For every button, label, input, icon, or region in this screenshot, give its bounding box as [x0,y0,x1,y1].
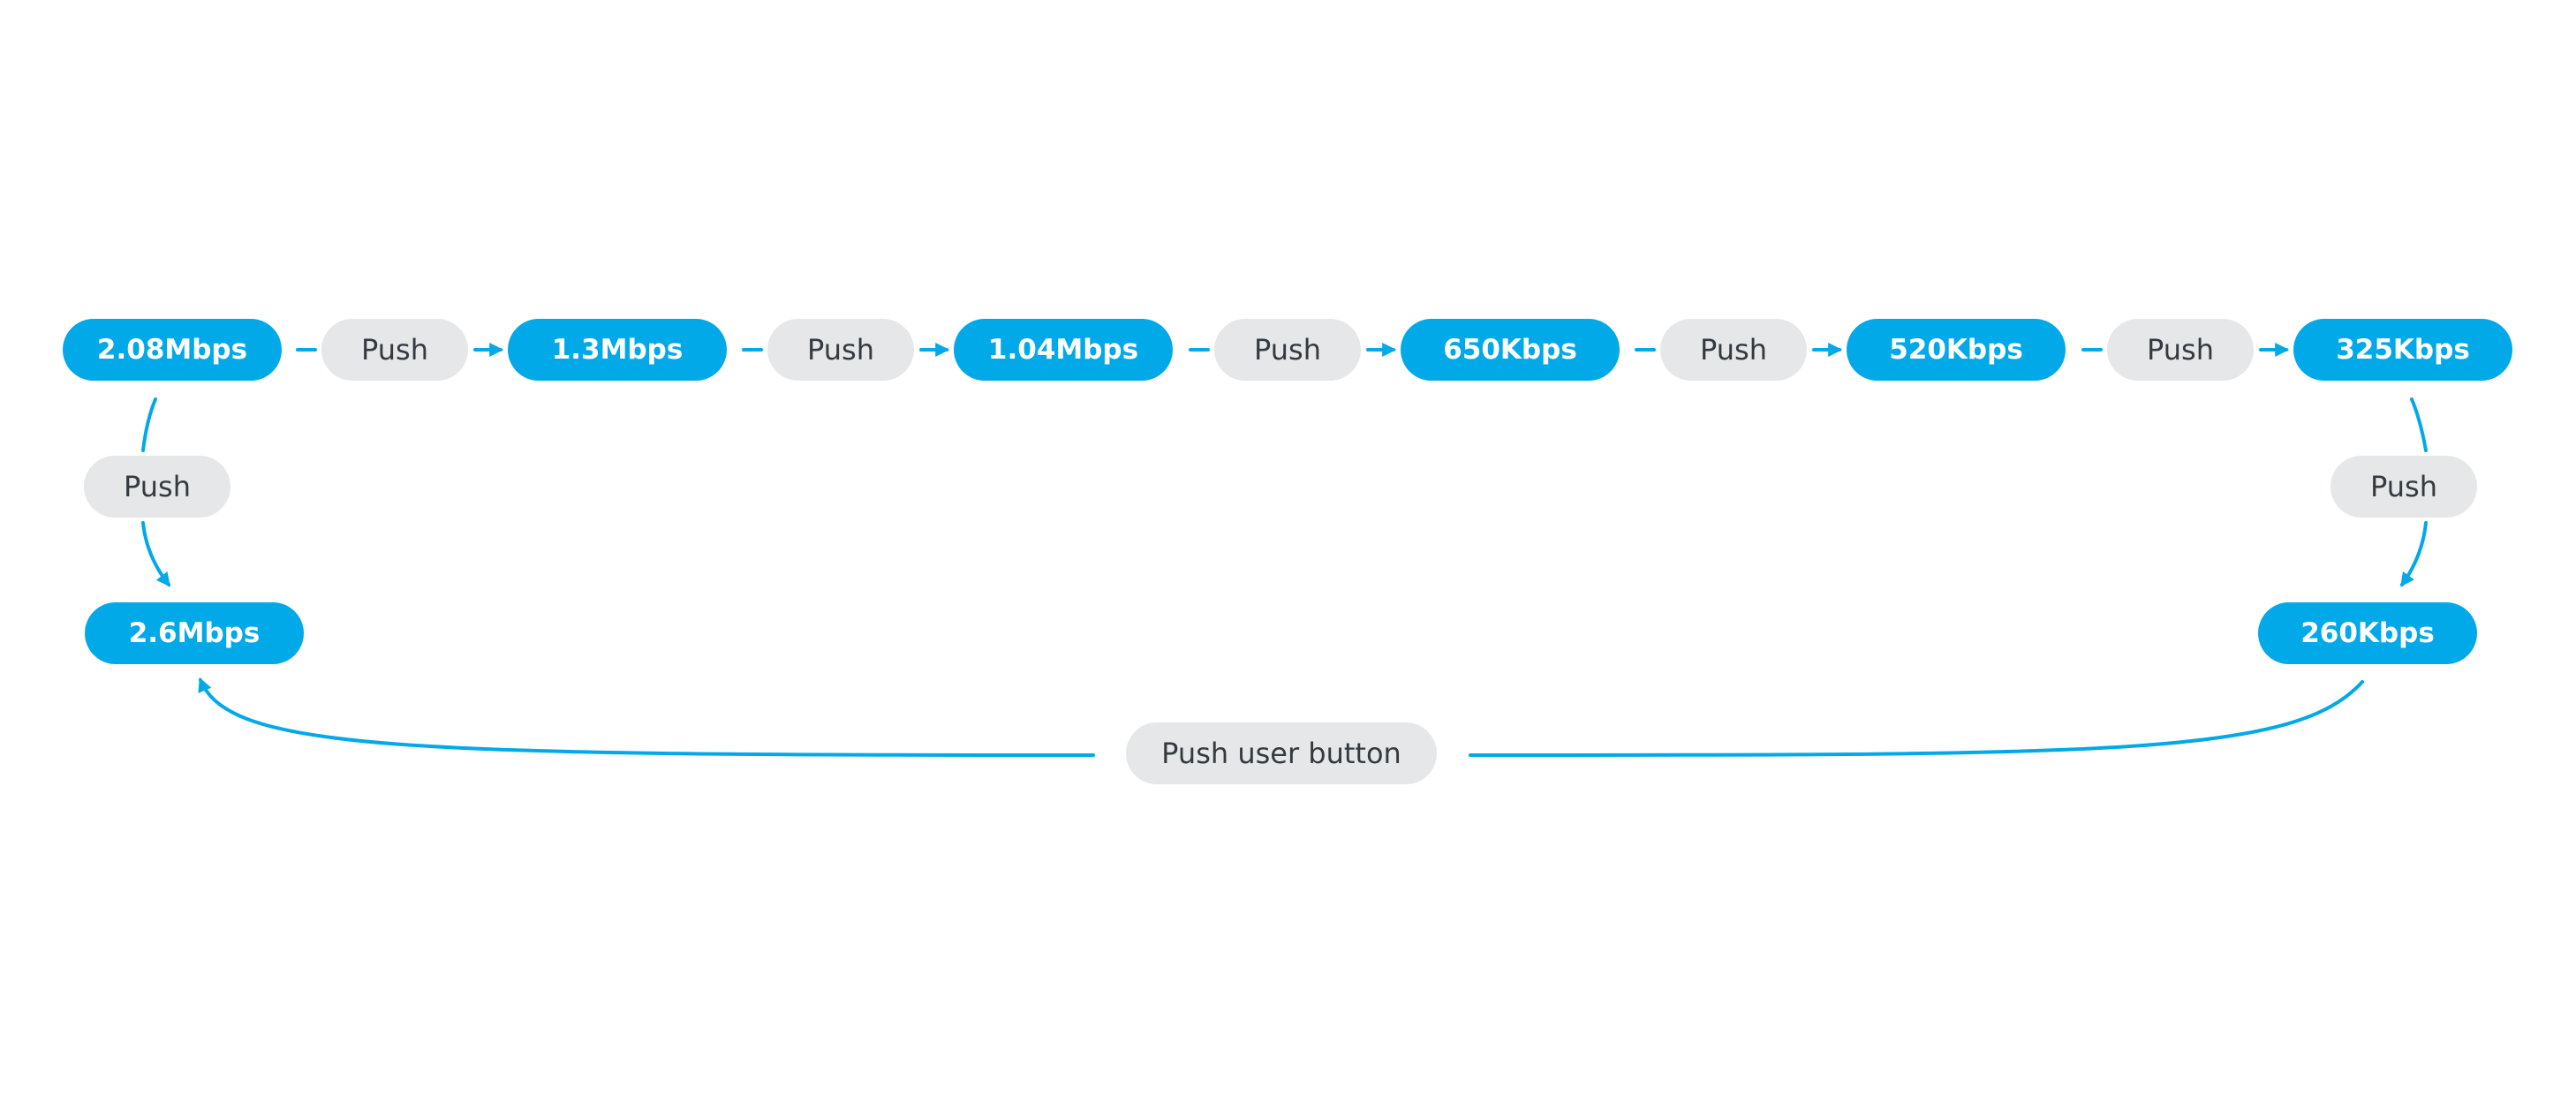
push-node-right: Push [2330,456,2477,518]
rate-node-325kbps: 325Kbps [2293,319,2512,381]
push-node: Push [1660,319,1807,381]
rate-node-1-04mbps: 1.04Mbps [954,319,1173,381]
rate-node-650kbps: 650Kbps [1401,319,1620,381]
rate-node-520kbps: 520Kbps [1847,319,2066,381]
push-node: Push [2107,319,2254,381]
push-node: Push [1214,319,1361,381]
rate-node-2-08mbps: 2.08Mbps [63,319,282,381]
arrow-push-right-r7 [2400,521,2428,587]
rate-node-260kbps: 260Kbps [2258,602,2477,664]
connector-r7-reset [1469,680,2364,757]
rate-node-2-6mbps: 2.6Mbps [85,602,304,664]
connector-r1-push-left [141,397,157,452]
push-node: Push [321,319,468,381]
connector-r6-push-right [2410,397,2428,452]
push-user-button-node: Push user button [1126,722,1437,784]
arrow-push-left-r0 [141,521,170,587]
rate-node-1-3mbps: 1.3Mbps [508,319,727,381]
push-node-left: Push [84,456,230,518]
arrow-reset-r0 [198,677,1095,757]
push-node: Push [767,319,914,381]
